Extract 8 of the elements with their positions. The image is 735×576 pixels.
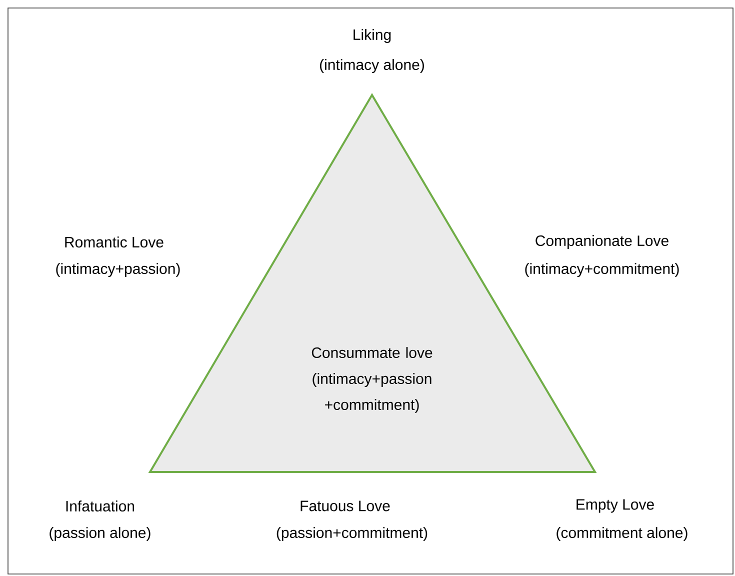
label: (intimacy alone) [320, 59, 424, 73]
label: (passion+commitment) [276, 527, 428, 541]
label: Liking [354, 29, 391, 43]
label: Infatuation [66, 500, 134, 512]
label: Fatuous Love [300, 500, 390, 512]
label: Empty Love [576, 499, 654, 513]
label: (passion alone) [50, 527, 150, 541]
label: (commitment alone) [556, 527, 688, 541]
